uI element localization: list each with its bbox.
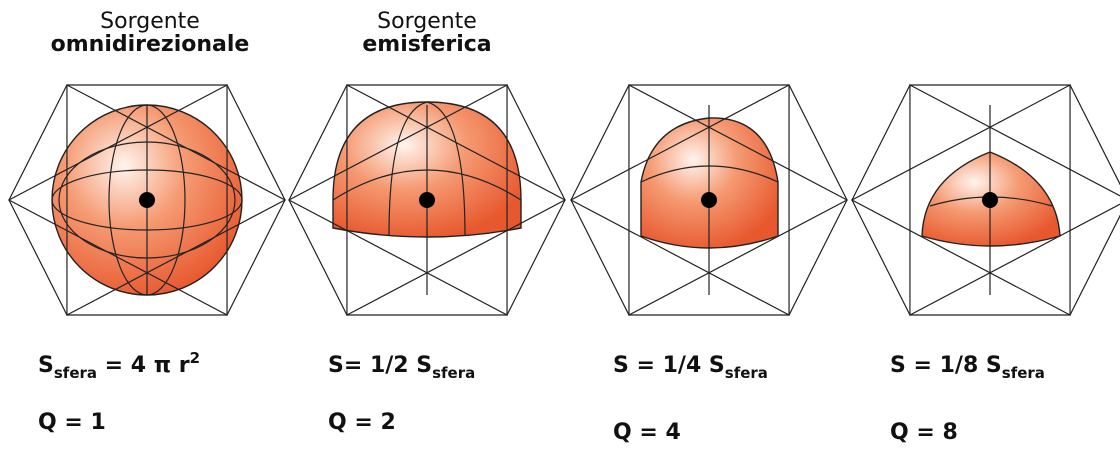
panel-1-title: Sorgente omnidirezionale — [30, 10, 270, 56]
panel-4-formula: S = 1/8 Ssfera — [890, 353, 1045, 382]
source-center-dot — [701, 192, 717, 208]
formula-subscript: sfera — [53, 364, 98, 382]
panel-1-title-line2: omnidirezionale — [50, 32, 250, 58]
panel-2-figure — [287, 84, 567, 316]
panel-2-title-line2: emisferica — [362, 32, 492, 58]
source-center-dot — [419, 192, 435, 208]
formula-main: S — [38, 353, 54, 378]
panel-1-title-line1: Sorgente — [100, 9, 200, 34]
panel-1-formula: Ssfera = 4 π r2 — [38, 349, 200, 382]
panel-2-star-outline — [287, 84, 567, 316]
panel-1-star-outline — [7, 84, 287, 316]
formula-subscript: sfera — [1001, 364, 1045, 382]
source-center-dot — [139, 192, 155, 208]
panel-3-formula: S = 1/4 Ssfera — [613, 353, 768, 382]
panel-2-q-label: Q = 2 — [328, 410, 396, 435]
hemisphere-meridian — [388, 101, 466, 237]
panel-2-title-line1: Sorgente — [377, 9, 477, 34]
panel-2-title: Sorgente emisferica — [327, 10, 527, 56]
panel-4-q-label: Q = 8 — [890, 420, 958, 445]
panel-4-figure — [850, 84, 1120, 316]
panel-1-figure — [7, 84, 287, 316]
panel-3-q-label: Q = 4 — [613, 420, 681, 445]
panel-2-formula: S= 1/2 Ssfera — [328, 353, 475, 382]
formula-main: S = 1/8 S — [890, 353, 1002, 378]
panel-1-q-label: Q = 1 — [38, 410, 106, 435]
formula-superscript: 2 — [189, 349, 201, 367]
panel-3-figure — [569, 84, 849, 316]
formula-subscript: sfera — [432, 364, 476, 382]
source-center-dot — [982, 192, 998, 208]
formula-main: S = 1/4 S — [613, 353, 725, 378]
formula-subscript: sfera — [724, 364, 768, 382]
formula-rest: = 4 π r — [97, 353, 190, 378]
formula-main: S= 1/2 S — [328, 353, 433, 378]
